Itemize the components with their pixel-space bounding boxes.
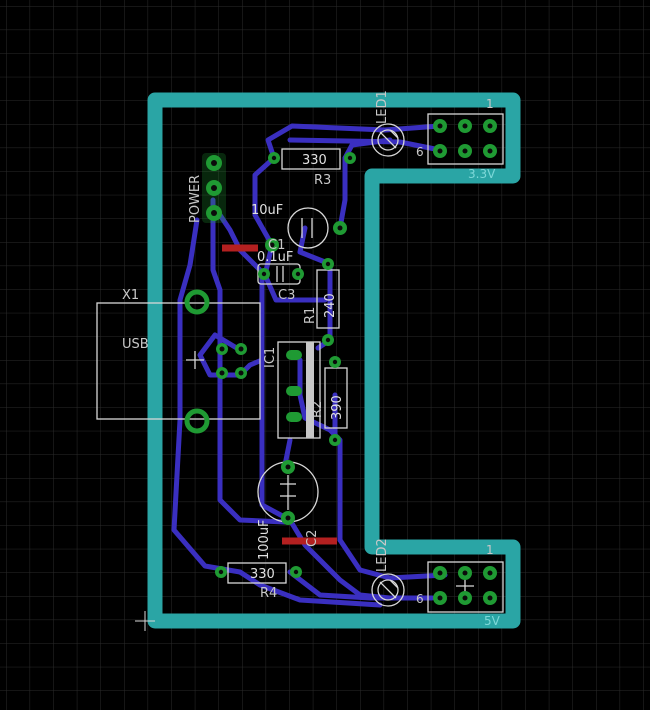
c3-value: 0.1uF xyxy=(257,250,293,265)
capacitor-c1[interactable]: 10uF C1 xyxy=(251,203,347,253)
ic1-reference: IC1 xyxy=(263,347,278,368)
c1-reference: C1 xyxy=(268,238,285,253)
r4-reference: R4 xyxy=(260,586,277,601)
c3-reference: C3 xyxy=(278,288,295,303)
x1-name: USB xyxy=(122,337,149,352)
x1-reference: X1 xyxy=(122,288,139,303)
r3-value: 330 xyxy=(302,153,327,168)
top-header-pin1: 1 xyxy=(486,97,494,111)
power-header[interactable]: POWER xyxy=(188,153,226,223)
capacitor-c3[interactable]: 0.1uF C3 xyxy=(257,250,304,303)
r4-value: 330 xyxy=(250,567,275,582)
c2-value: 100uF xyxy=(257,519,272,560)
board-outline xyxy=(147,92,521,629)
c2-reference: C2 xyxy=(305,530,320,547)
top-header-pin6: 6 xyxy=(416,145,424,159)
bottom-header-pin6: 6 xyxy=(416,592,424,606)
r3-reference: R3 xyxy=(314,173,331,188)
r1-value: 240 xyxy=(323,293,338,318)
led-led2[interactable]: LED2 xyxy=(371,538,405,607)
usb-connector-x1[interactable]: X1 USB xyxy=(96,288,261,434)
origin-marker xyxy=(135,611,155,631)
header-3v3[interactable]: 1 6 3.3V xyxy=(416,97,504,181)
top-header-voltage: 3.3V xyxy=(468,167,496,181)
header-5v[interactable]: 1 6 5V xyxy=(416,543,504,628)
led2-reference: LED2 xyxy=(375,538,390,572)
r2-value: 390 xyxy=(330,395,345,420)
resistor-r4[interactable]: 330 R4 xyxy=(215,562,302,601)
c1-value: 10uF xyxy=(251,203,283,218)
bottom-header-pin1: 1 xyxy=(486,543,494,557)
capacitor-c2[interactable]: 100uF C2 xyxy=(257,460,320,560)
bottom-header-voltage: 5V xyxy=(484,614,501,628)
resistor-r3[interactable]: 330 R3 xyxy=(268,148,356,188)
r2-reference: R2 xyxy=(310,401,325,418)
led-led1[interactable]: LED1 xyxy=(371,90,405,157)
regulator-ic1[interactable]: IC1 xyxy=(263,341,321,439)
led1-reference: LED1 xyxy=(375,90,390,124)
resistor-r2[interactable]: 390 R2 xyxy=(310,356,348,446)
resistor-r1[interactable]: 240 R1 xyxy=(303,258,340,346)
power-label: POWER xyxy=(188,175,203,223)
r1-reference: R1 xyxy=(303,307,318,324)
